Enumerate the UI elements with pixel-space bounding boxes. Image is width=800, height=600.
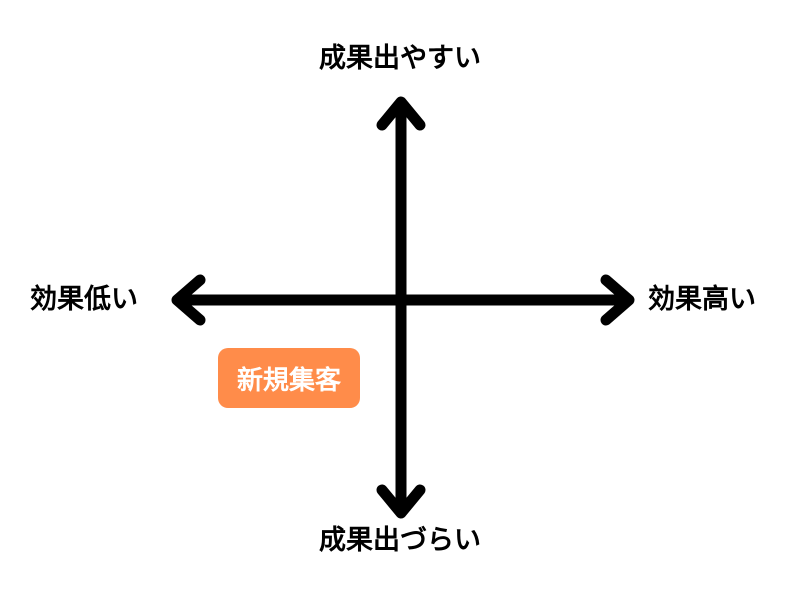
axis-label-left: 効果低い bbox=[30, 284, 138, 315]
arrow-up-icon bbox=[376, 96, 426, 131]
arrow-left-icon bbox=[171, 274, 206, 326]
axis-label-bottom: 成果出づらい bbox=[319, 525, 481, 556]
axis-label-top: 成果出やすい bbox=[319, 43, 481, 74]
axis-label-right: 効果高い bbox=[648, 284, 756, 315]
arrow-right-icon bbox=[600, 274, 635, 326]
arrow-down-icon bbox=[376, 484, 426, 519]
item-tag-new-customer-acquisition: 新規集客 bbox=[218, 348, 360, 408]
